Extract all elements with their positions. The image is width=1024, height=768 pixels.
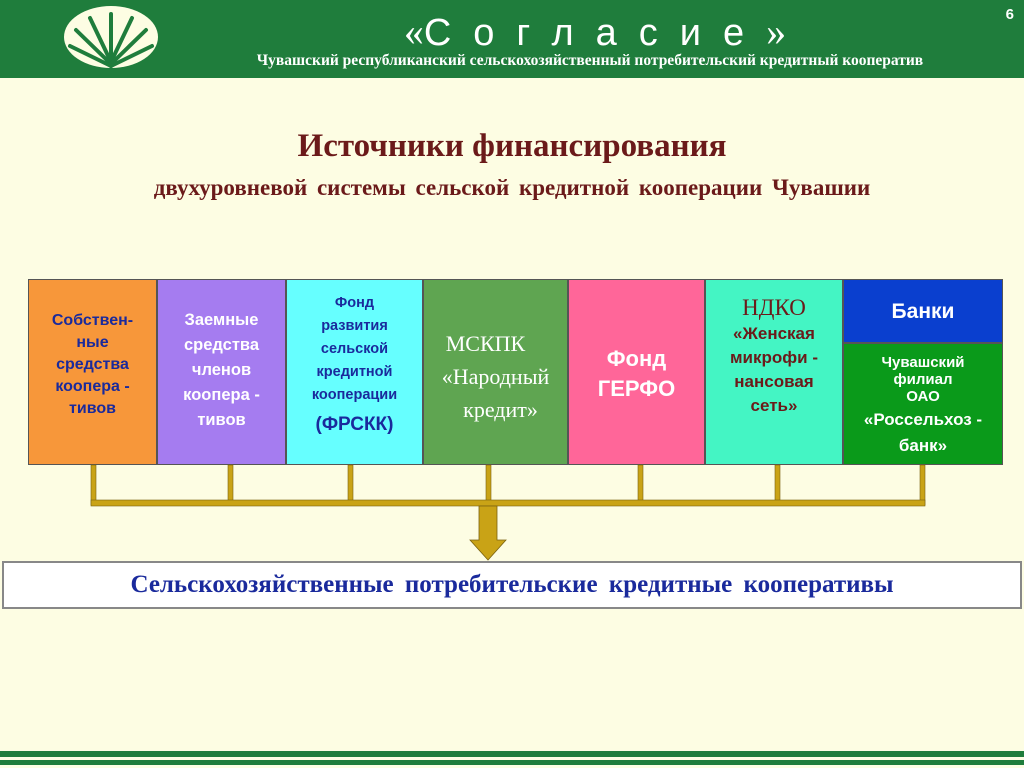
source-gerfo-line: ГЕРФО [597,376,676,401]
source-frskk-line: кооперации [311,387,398,403]
source-rosselhoz-line: Чувашский [881,354,965,371]
source-frskk: Фонд развития сельской кредитной коопера… [286,279,423,465]
source-frskk-line: развития [321,318,388,334]
arrow-down-icon [469,505,507,561]
source-banks-header: Банки [843,279,1003,343]
source-rosselhozbank: Чувашский филиал ОАО «Россельхоз - банк» [843,343,1003,465]
brand-open-quote: « [403,9,424,54]
brand-title: «Согласие» [180,9,1010,54]
source-own-funds: Собствен- ные средства коопера - тивов [28,279,157,465]
source-frskk-line: Фонд [334,295,375,311]
source-gerfo-line: Фонд [606,346,667,371]
source-mskpk-line: МСКПК [445,331,526,356]
footer-stripe [0,751,1024,757]
slide-title: Источники финансирования [297,128,727,164]
wheat-leaf-logo-icon [64,6,158,68]
source-ndko-line: сеть» [750,396,798,415]
source-rosselhoz-line: филиал [893,371,953,388]
source-own-line: средства [56,356,129,373]
source-borrowed-line: членов [191,361,252,379]
source-mskpk: МСКПК «Народный кредит» [423,279,568,465]
source-own-line: тивов [69,400,116,417]
source-gerfo: Фонд ГЕРФО [568,279,705,465]
source-mskpk-line: кредит» [463,397,538,422]
source-ndko-line: «Женская [733,324,815,343]
source-borrowed-line: средства [183,336,260,354]
result-box: Сельскохозяйственные потребительские кре… [2,561,1022,609]
source-ndko-line: микрофи - [729,348,818,367]
source-rosselhoz-line: ОАО [906,388,940,405]
header-subtitle: Чувашский республиканский сельскохозяйст… [256,52,924,69]
source-ndko-abbr: НДКО [742,295,806,320]
source-borrowed-line: тивов [197,411,246,429]
source-borrowed-funds: Заемные средства членов коопера - тивов [157,279,286,465]
source-frskk-line: сельской [320,341,389,357]
brand-close-quote: » [766,9,787,54]
source-rosselhoz-name: «Россельхоз - [863,410,983,429]
source-own-line: Собствен- [51,312,134,329]
source-frskk-abbr: (ФРСКК) [315,414,394,435]
source-borrowed-line: коопера - [183,386,260,404]
slide-subtitle: двухуровневой системы сельской кредитной… [153,175,871,200]
footer-stripe [0,760,1024,765]
source-ndko: НДКО «Женская микрофи - нансовая сеть» [705,279,843,465]
page-number: 6 [1005,6,1014,23]
source-ndko-line: нансовая [734,372,814,391]
source-rosselhoz-name: банк» [898,436,948,455]
brand-word: Согласие [423,12,767,54]
source-borrowed-line: Заемные [184,311,259,329]
source-mskpk-line: «Народный [441,364,550,389]
header-bar: «Согласие» Чувашский республиканский сел… [0,0,1024,78]
source-own-line: коопера - [55,378,130,395]
source-frskk-line: кредитной [316,364,393,380]
source-own-line: ные [76,334,109,351]
